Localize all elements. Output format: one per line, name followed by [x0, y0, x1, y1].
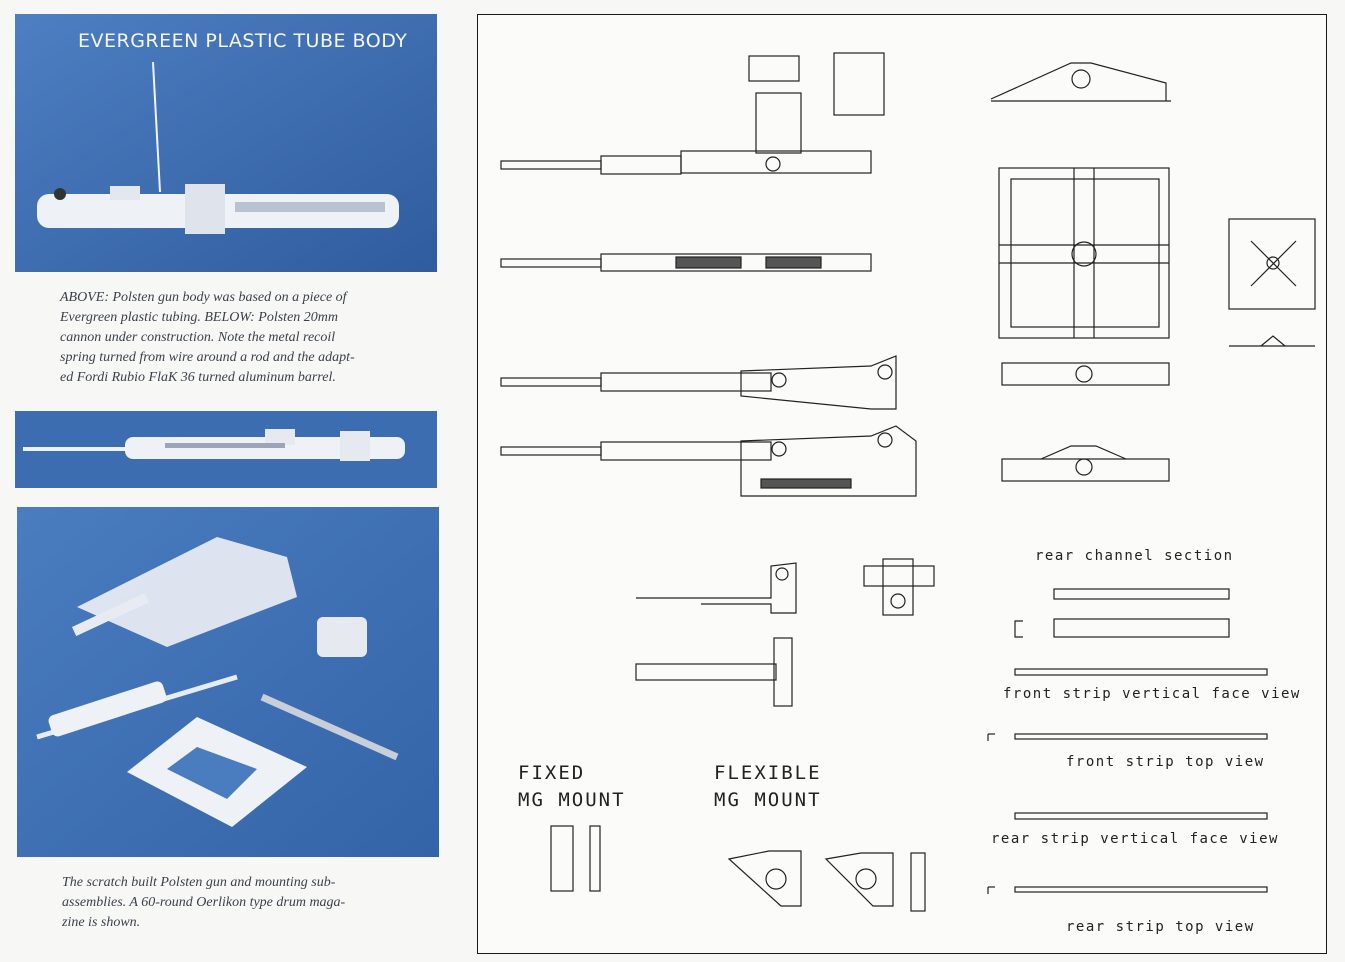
gun-side-view: [500, 355, 897, 410]
front-strip-top-label: front strip top view: [1066, 754, 1265, 770]
mount-parts: [635, 558, 935, 707]
channel-strip-views: [987, 588, 1268, 894]
photo-subassemblies: [17, 507, 439, 857]
fixed-mount-line: FIXED: [518, 762, 586, 784]
caption-line: assemblies. A 60-round Oerlikon type dru…: [62, 895, 346, 910]
gun-side-view: [500, 52, 885, 175]
fixed-mount-line: MG MOUNT: [518, 789, 626, 811]
mount-views: [990, 62, 1316, 482]
flexible-mount-parts: [727, 850, 926, 912]
fixed-mount-parts: [550, 825, 601, 892]
front-strip-vertical-label: front strip vertical face view: [1003, 686, 1301, 702]
technical-drawing: FIXED MG MOUNT FLEXIBLE MG MOUNT rear ch…: [477, 14, 1327, 954]
fixed-mount-label: FIXED MG MOUNT: [518, 760, 626, 814]
caption-subassemblies: The scratch built Polsten gun and mounti…: [62, 873, 345, 933]
gun-side-view: [500, 253, 872, 272]
photo-title: EVERGREEN PLASTIC TUBE BODY: [78, 30, 408, 52]
gun-side-view: [500, 425, 917, 497]
photo-cannon-construction: [15, 411, 437, 488]
caption-line: The scratch built Polsten gun and mounti…: [62, 875, 336, 890]
caption-line: cannon under construction. Note the meta…: [60, 330, 336, 345]
rear-channel-section-label: rear channel section: [1035, 548, 1234, 564]
caption-line: zine is shown.: [62, 915, 141, 930]
caption-line: ABOVE: Polsten gun body was based on a p…: [60, 290, 347, 305]
flexible-mount-line: FLEXIBLE: [714, 762, 822, 784]
flexible-mount-line: MG MOUNT: [714, 789, 822, 811]
caption-line: spring turned from wire around a rod and…: [60, 350, 355, 365]
caption-line: Evergreen plastic tubing. BELOW: Polsten…: [60, 310, 339, 325]
photo-gun-body: [15, 14, 437, 272]
rear-strip-vertical-label: rear strip vertical face view: [991, 831, 1279, 847]
drawing-lines: [500, 52, 1316, 912]
caption-line: ed Fordi Rubio FlaK 36 turned aluminum b…: [60, 370, 336, 385]
caption-gun-body: ABOVE: Polsten gun body was based on a p…: [60, 288, 355, 388]
rear-strip-top-label: rear strip top view: [1066, 919, 1255, 935]
flexible-mount-label: FLEXIBLE MG MOUNT: [714, 760, 822, 814]
